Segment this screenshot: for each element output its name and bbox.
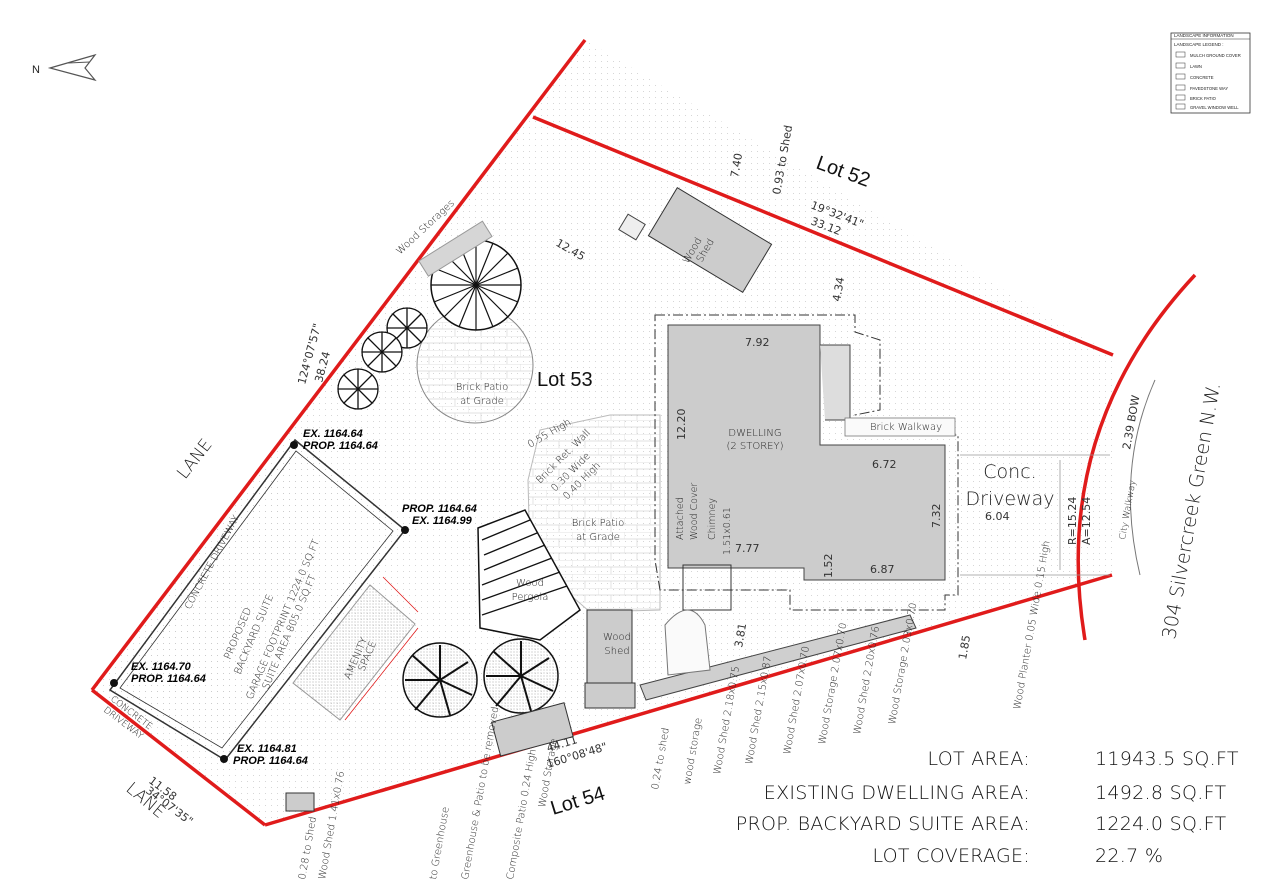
elevation-markers bbox=[110, 441, 409, 763]
tree-large bbox=[430, 239, 522, 331]
elevation-prop: PROP. 1164.64 bbox=[402, 503, 477, 515]
wood-pergola-label: Wood bbox=[516, 578, 544, 589]
dimension: A=12.54 bbox=[1080, 497, 1093, 545]
elevation-prop: PROP. 1164.64 bbox=[303, 440, 378, 452]
brick-patio-label: at Grade bbox=[576, 532, 620, 543]
summary-label-existing-dwelling: EXISTING DWELLING AREA: bbox=[763, 782, 1030, 804]
legend-item: LAWN bbox=[1190, 64, 1202, 69]
dimension: 7.32 bbox=[930, 504, 943, 529]
legend-item: BRICK PATIO bbox=[1190, 96, 1217, 101]
legend-header: LANDSCAPE LEGEND : bbox=[1174, 42, 1224, 47]
brick-walkway-strip bbox=[844, 417, 956, 437]
summary-value-existing-dwelling: 1492.8 SQ.FT bbox=[1095, 782, 1227, 804]
legend-item: PAVEDSTONE WAY bbox=[1190, 86, 1228, 91]
wood-pergola-label: Pergola bbox=[512, 592, 549, 603]
elevation-ex: EX. 1164.99 bbox=[412, 515, 473, 527]
city-walkway-label: City Walkway bbox=[1118, 479, 1138, 540]
legend-item: CONCRETE bbox=[1190, 75, 1214, 80]
dimension: 3.81 bbox=[732, 622, 749, 648]
north-arrow-icon bbox=[47, 53, 97, 82]
dimension: 7.40 bbox=[728, 152, 745, 178]
conc-driveway-label: Conc. bbox=[983, 461, 1036, 483]
amenity-dims bbox=[344, 576, 419, 721]
summary-label-lot-coverage: LOT COVERAGE: bbox=[872, 845, 1030, 867]
dimension: 6.04 bbox=[985, 510, 1010, 523]
dimension: 1.52 bbox=[822, 554, 835, 579]
legend-title: LANDSCAPE INFORMATION bbox=[1174, 33, 1234, 38]
tree-small-3 bbox=[337, 368, 379, 410]
brick-patio-label: at Grade bbox=[460, 396, 504, 407]
legend-item: GRAVEL WINDOW WELL bbox=[1190, 105, 1239, 110]
lot-54-label: Lot 54 bbox=[548, 782, 608, 819]
wood-shed-corner bbox=[285, 792, 315, 812]
landscape-legend: LANDSCAPE INFORMATION LANDSCAPE LEGEND :… bbox=[1170, 32, 1251, 114]
callout: to Greenhouse bbox=[428, 806, 452, 880]
summary-label-lot-area: LOT AREA: bbox=[927, 748, 1030, 770]
callout: Composite Patio 0.24 High bbox=[505, 748, 539, 880]
elevation-ex: EX. 1164.64 bbox=[303, 428, 363, 440]
greenhouse-patio bbox=[664, 609, 711, 676]
attached-wood-cover-label: Attached bbox=[675, 497, 686, 540]
dwelling-storey-label: (2 STOREY) bbox=[726, 441, 783, 452]
chimney-label: Chimney bbox=[707, 498, 718, 540]
conc-driveway-label: Driveway bbox=[965, 488, 1054, 510]
north-label: N bbox=[32, 64, 40, 76]
wood-storages-blocks bbox=[418, 220, 493, 277]
callout: 0.24 to shed bbox=[650, 727, 672, 791]
wood-shed-bottom-2 bbox=[584, 682, 636, 709]
driveway-lines bbox=[960, 454, 1110, 576]
dimension: 12.20 bbox=[675, 409, 688, 441]
deciduous-tree-1 bbox=[402, 642, 478, 718]
amenity-space[interactable] bbox=[292, 584, 416, 721]
callout: 0.28 to Shed bbox=[297, 816, 319, 881]
dimension: 7.92 bbox=[745, 336, 770, 349]
dwelling-footprint[interactable] bbox=[667, 324, 946, 581]
elevation-ex: EX. 1164.70 bbox=[131, 661, 192, 673]
dimension: 1.85 bbox=[956, 634, 973, 660]
dimension: 2.39 BOW bbox=[1120, 394, 1142, 450]
dwelling-dashed-outline bbox=[654, 314, 959, 611]
deciduous-tree-2 bbox=[483, 638, 559, 714]
elevation-prop: PROP. 1164.64 bbox=[233, 755, 308, 767]
attached-wood-cover-label: Wood Cover bbox=[689, 483, 700, 540]
brick-patio-label: Brick Patio bbox=[456, 382, 508, 393]
lot-53-label: Lot 53 bbox=[537, 369, 593, 391]
wood-shed-label: Wood bbox=[603, 632, 631, 643]
elevation-ex: EX. 1164.81 bbox=[237, 743, 297, 755]
summary-value-lot-area: 11943.5 SQ.FT bbox=[1095, 748, 1239, 770]
dimension: 7.77 bbox=[735, 542, 760, 555]
storage-strip bbox=[639, 614, 917, 701]
lane-label-top: LANE bbox=[173, 435, 216, 483]
wood-storage-bottom bbox=[490, 702, 574, 757]
brick-patio-label: Brick Patio bbox=[572, 518, 624, 529]
elevation-prop: PROP. 1164.64 bbox=[131, 673, 206, 685]
wood-shed-bottom[interactable] bbox=[586, 609, 633, 686]
dimension: 4.34 bbox=[830, 276, 847, 302]
dwelling-label: DWELLING bbox=[728, 428, 781, 439]
wood-shed-label: Shed bbox=[604, 646, 629, 657]
brick-walkway-label: Brick Walkway bbox=[870, 422, 942, 433]
dimension: R=15.24 bbox=[1066, 497, 1079, 545]
summary-value-backyard-suite: 1224.0 SQ.FT bbox=[1095, 813, 1227, 835]
dimension: 6.87 bbox=[870, 563, 895, 576]
chimney-size: 1.51x0.61 bbox=[722, 507, 733, 555]
property-lines bbox=[90, 38, 1197, 827]
tree-small-2 bbox=[361, 331, 403, 373]
legend-item: MULCH GROUND COVER bbox=[1190, 53, 1241, 58]
bay-window bbox=[820, 344, 851, 421]
city-walkway-curve bbox=[1129, 379, 1156, 576]
summary-value-lot-coverage: 22.7 % bbox=[1095, 845, 1164, 867]
summary-label-backyard-suite: PROP. BACKYARD SUITE AREA: bbox=[735, 813, 1030, 835]
wood-shed-top[interactable] bbox=[647, 186, 773, 294]
street-address: 304 Silvercreek Green N.W. bbox=[1158, 381, 1225, 641]
dimension: 6.72 bbox=[872, 458, 897, 471]
chimney bbox=[682, 564, 732, 611]
small-shed-block bbox=[618, 213, 646, 241]
